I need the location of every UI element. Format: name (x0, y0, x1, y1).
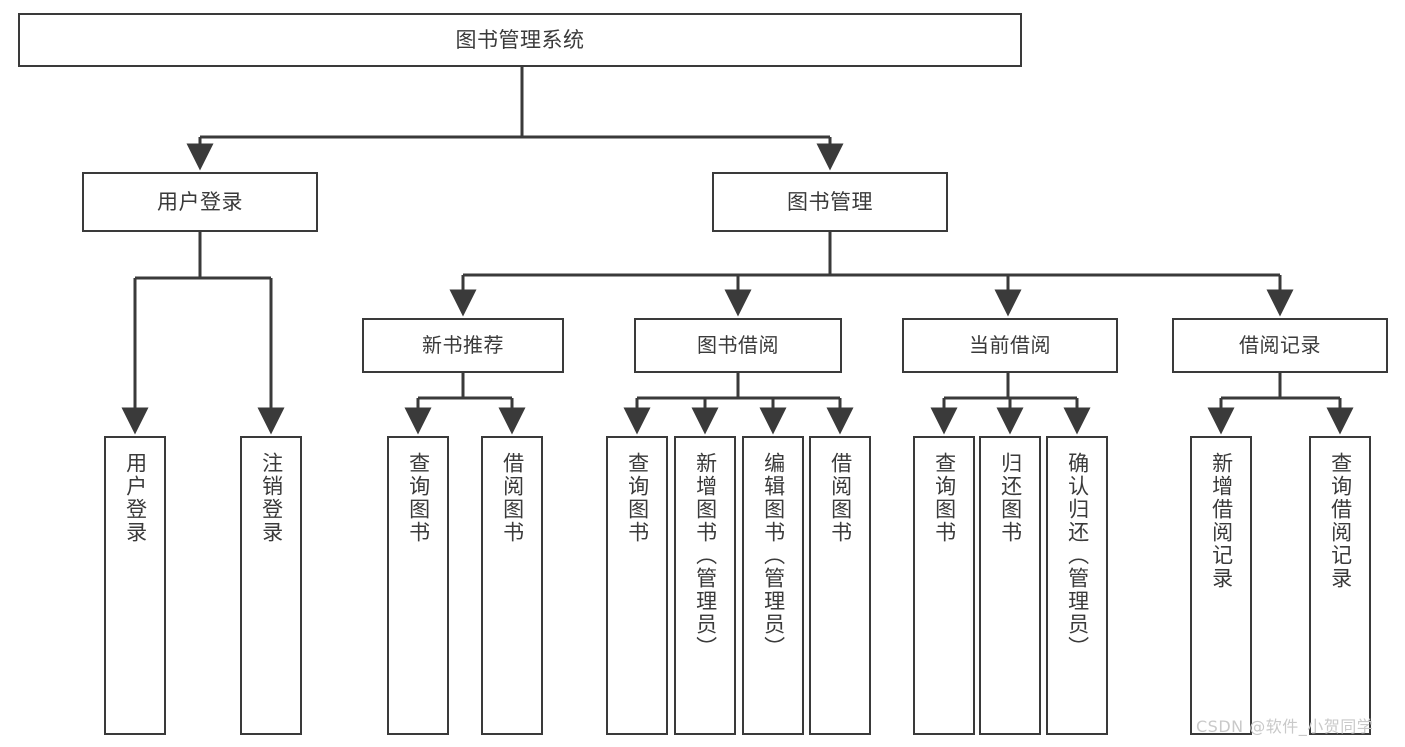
leaf-add-book[interactable]: 新增图书（管理员） (674, 436, 736, 735)
leaf-return-book-label: 归还图书 (998, 452, 1023, 544)
node-new-book-recommend[interactable]: 新书推荐 (362, 318, 564, 373)
leaf-query-book-1[interactable]: 查询图书 (387, 436, 449, 735)
leaf-query-book-3[interactable]: 查询图书 (913, 436, 975, 735)
leaf-borrow-book-1-label: 借阅图书 (500, 452, 525, 544)
leaf-query-record-label: 查询借阅记录 (1328, 452, 1353, 590)
leaf-borrow-book-1[interactable]: 借阅图书 (481, 436, 543, 735)
leaf-query-book-3-label: 查询图书 (932, 452, 957, 544)
node-borrow-record[interactable]: 借阅记录 (1172, 318, 1388, 373)
leaf-confirm-return[interactable]: 确认归还（管理员） (1046, 436, 1108, 735)
leaf-add-record-label: 新增借阅记录 (1209, 452, 1234, 590)
node-book-borrow[interactable]: 图书借阅 (634, 318, 842, 373)
node-current-borrow[interactable]: 当前借阅 (902, 318, 1118, 373)
node-root-label: 图书管理系统 (455, 27, 585, 52)
node-borrow-record-label: 借阅记录 (1239, 332, 1321, 357)
leaf-query-book-2[interactable]: 查询图书 (606, 436, 668, 735)
leaf-edit-book[interactable]: 编辑图书（管理员） (742, 436, 804, 735)
leaf-return-book[interactable]: 归还图书 (979, 436, 1041, 735)
leaf-query-book-1-label: 查询图书 (406, 452, 431, 544)
node-current-borrow-label: 当前借阅 (969, 332, 1051, 357)
leaf-add-book-label: 新增图书（管理员） (693, 452, 718, 659)
leaf-query-book-2-label: 查询图书 (625, 452, 650, 544)
node-book-management-label: 图书管理 (787, 189, 873, 214)
node-user-login[interactable]: 用户登录 (82, 172, 318, 232)
node-root[interactable]: 图书管理系统 (18, 13, 1022, 67)
leaf-logout[interactable]: 注销登录 (240, 436, 302, 735)
leaf-add-record[interactable]: 新增借阅记录 (1190, 436, 1252, 735)
node-new-book-recommend-label: 新书推荐 (422, 332, 504, 357)
leaf-borrow-book-2[interactable]: 借阅图书 (809, 436, 871, 735)
leaf-logout-label: 注销登录 (259, 452, 284, 544)
leaf-query-record[interactable]: 查询借阅记录 (1309, 436, 1371, 735)
leaf-edit-book-label: 编辑图书（管理员） (761, 452, 786, 659)
node-user-login-label: 用户登录 (157, 189, 243, 214)
node-book-management[interactable]: 图书管理 (712, 172, 948, 232)
leaf-user-login[interactable]: 用户登录 (104, 436, 166, 735)
leaf-borrow-book-2-label: 借阅图书 (828, 452, 853, 544)
leaf-user-login-label: 用户登录 (123, 452, 148, 544)
leaf-confirm-return-label: 确认归还（管理员） (1065, 452, 1090, 659)
node-book-borrow-label: 图书借阅 (697, 332, 779, 357)
